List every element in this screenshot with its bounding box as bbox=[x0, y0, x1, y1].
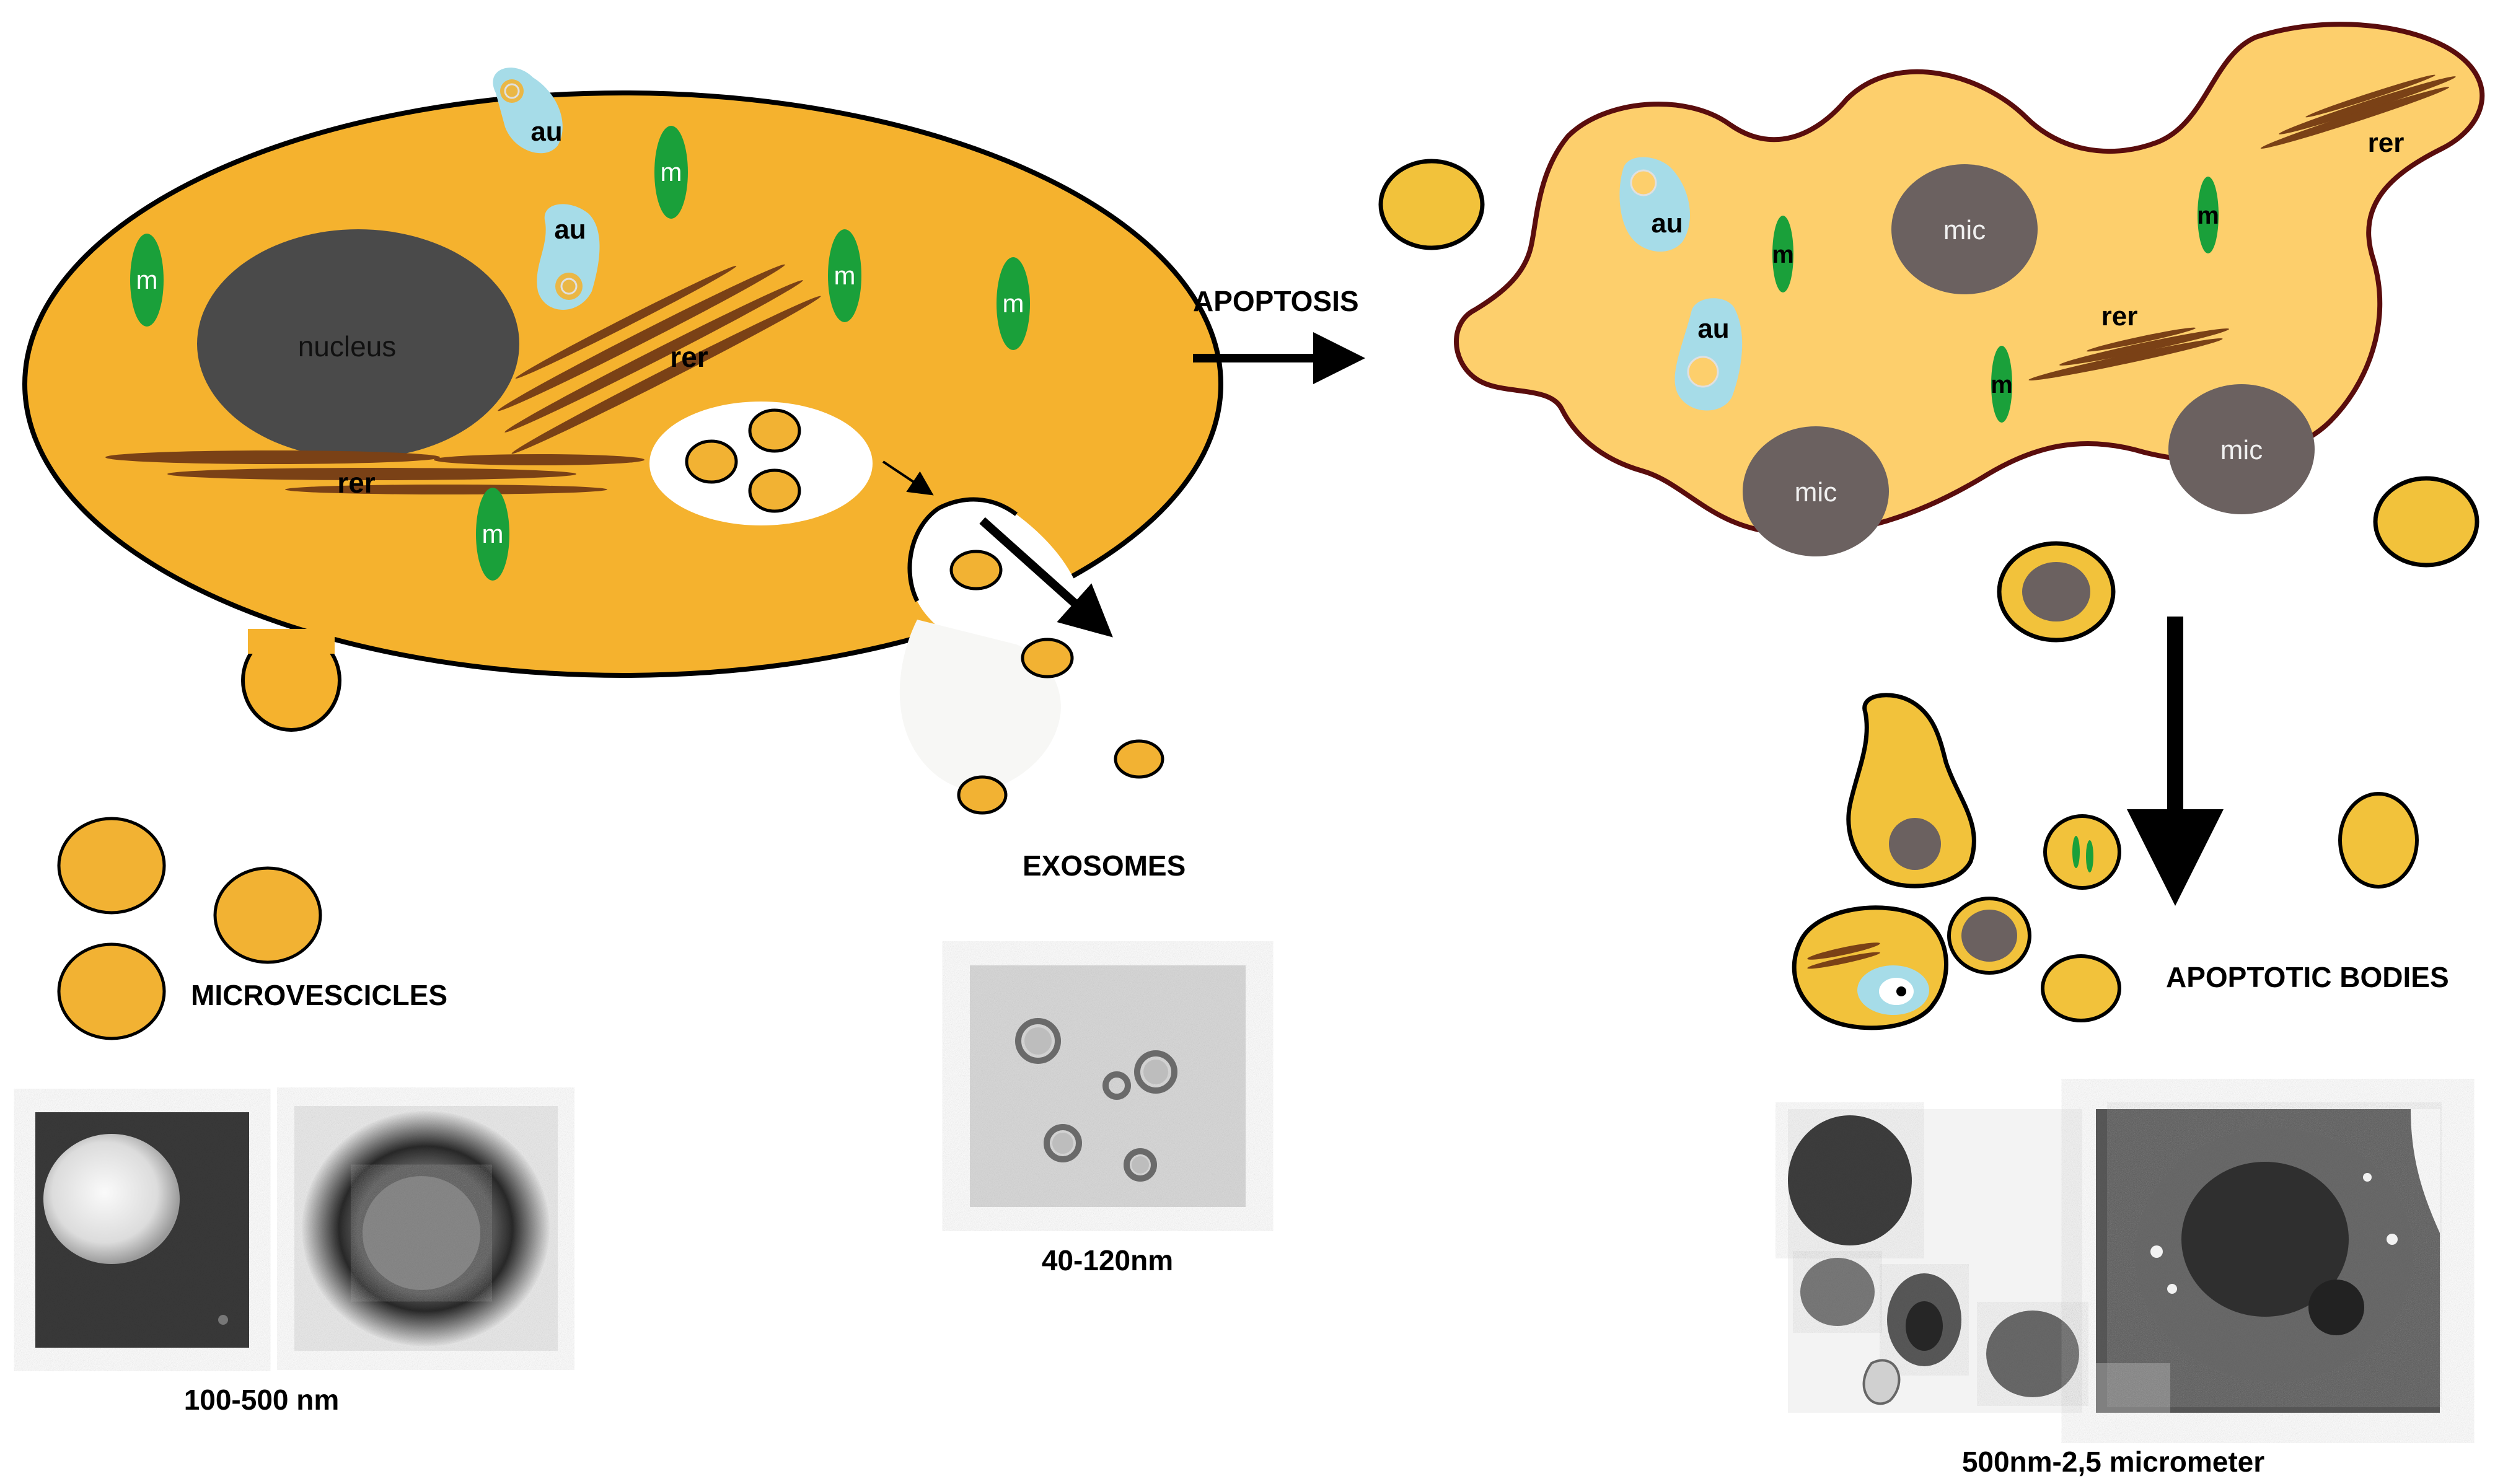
apoptotic-bodies-title: APOPTOTIC BODIES bbox=[2166, 961, 2449, 993]
micronucleus-label: mic bbox=[1795, 477, 1837, 507]
apoptotic-body bbox=[1846, 693, 1976, 889]
autophagosome-label: au bbox=[554, 214, 586, 245]
mitochondrion bbox=[1772, 216, 1793, 292]
mitochondrion-label: m bbox=[2197, 202, 2219, 229]
multivesicular-body bbox=[649, 402, 873, 525]
mitochondrion-label: m bbox=[834, 261, 856, 290]
microvesicle-micrograph-1 bbox=[35, 1112, 249, 1348]
apoptotic-body bbox=[1378, 159, 1485, 250]
apoptotic-body bbox=[1997, 541, 2116, 643]
microvesicles-size: 100-500 nm bbox=[184, 1384, 340, 1416]
autophagosome bbox=[537, 204, 600, 310]
mvb-fusion-arrow bbox=[882, 460, 934, 496]
autophagosome bbox=[1674, 298, 1743, 411]
mitochondrion bbox=[476, 488, 509, 581]
exosomes-size: 40-120nm bbox=[1042, 1244, 1173, 1276]
rer-label-upper: rer bbox=[670, 341, 708, 373]
apoptotic-bodies-cluster bbox=[1792, 693, 2419, 1030]
apoptotic-cell: mic mic mic rer rer m m m au bbox=[1454, 22, 2485, 556]
mitochondrion-label: m bbox=[1003, 289, 1024, 318]
micronucleus-label: mic bbox=[2220, 435, 2263, 465]
autophagosome-label: au bbox=[530, 116, 562, 147]
micronucleus-label: mic bbox=[1943, 215, 1986, 245]
nucleus bbox=[197, 229, 519, 459]
exosome bbox=[1114, 739, 1164, 779]
mitochondrion bbox=[828, 229, 861, 322]
mitochondrion-label: m bbox=[1991, 371, 2013, 398]
microvesicle bbox=[57, 942, 166, 1040]
mitochondrion bbox=[2198, 177, 2219, 253]
exosome bbox=[957, 775, 1008, 815]
exosome-micrograph bbox=[970, 965, 1246, 1207]
mitochondrion-label: m bbox=[482, 519, 504, 548]
exosomes-title: EXOSOMES bbox=[1023, 850, 1186, 882]
exosome bbox=[949, 550, 1003, 591]
micronucleus bbox=[1891, 164, 2038, 294]
rough-er-upper bbox=[498, 264, 821, 454]
apoptotic-body-micrograph-1 bbox=[1788, 1109, 2082, 1413]
mitochondrion bbox=[997, 257, 1030, 350]
apoptotic-body bbox=[2041, 954, 2121, 1022]
rough-er-lower bbox=[105, 450, 645, 494]
mitochondrion-label: m bbox=[136, 265, 158, 294]
apoptosis-label: APOPTOSIS bbox=[1193, 285, 1359, 317]
rer-label-lower: rer bbox=[337, 467, 375, 499]
apoptotic-body bbox=[2338, 792, 2419, 889]
microvesicle-micrograph-2 bbox=[294, 1106, 558, 1351]
apoptotic-body-micrograph-2 bbox=[2096, 1109, 2440, 1413]
apoptotic-rer bbox=[2028, 74, 2456, 380]
mitochondrion-label: m bbox=[661, 157, 682, 187]
healthy-cell: nucleus rer rer m m m m bbox=[22, 68, 1223, 815]
autophagosome bbox=[493, 68, 563, 154]
nucleus-label: nucleus bbox=[298, 330, 397, 362]
microvesicle bbox=[213, 866, 322, 964]
microvesicles-title: MICROVESCICLES bbox=[191, 979, 447, 1011]
rer-label-apoptotic: rer bbox=[2101, 301, 2138, 331]
microvesicles-group bbox=[57, 817, 322, 1040]
mitochondrion-label: m bbox=[1772, 241, 1794, 268]
exosome bbox=[1021, 638, 1074, 678]
mitochondrion bbox=[130, 234, 164, 327]
mitochondrion bbox=[654, 126, 688, 219]
apoptotic-body bbox=[1947, 897, 2031, 975]
mitochondria bbox=[130, 126, 1030, 581]
autophagosome bbox=[1619, 157, 1690, 252]
mitochondrion bbox=[1991, 346, 2012, 423]
apoptotic-body bbox=[1792, 905, 1948, 1030]
autophagosome-label: au bbox=[1651, 208, 1683, 239]
micronucleus bbox=[1743, 426, 1889, 556]
micronucleus bbox=[2168, 384, 2315, 514]
apoptotic-bodies-size: 500nm-2,5 micrometer bbox=[1962, 1446, 2264, 1478]
exosome-release-arrow bbox=[979, 517, 1113, 638]
microvesicle bbox=[57, 817, 166, 915]
apoptotic-body bbox=[2373, 476, 2479, 568]
rer-label-apoptotic: rer bbox=[2368, 128, 2405, 158]
autophagosome-label: au bbox=[1697, 314, 1729, 344]
apoptotic-body bbox=[2043, 814, 2121, 890]
